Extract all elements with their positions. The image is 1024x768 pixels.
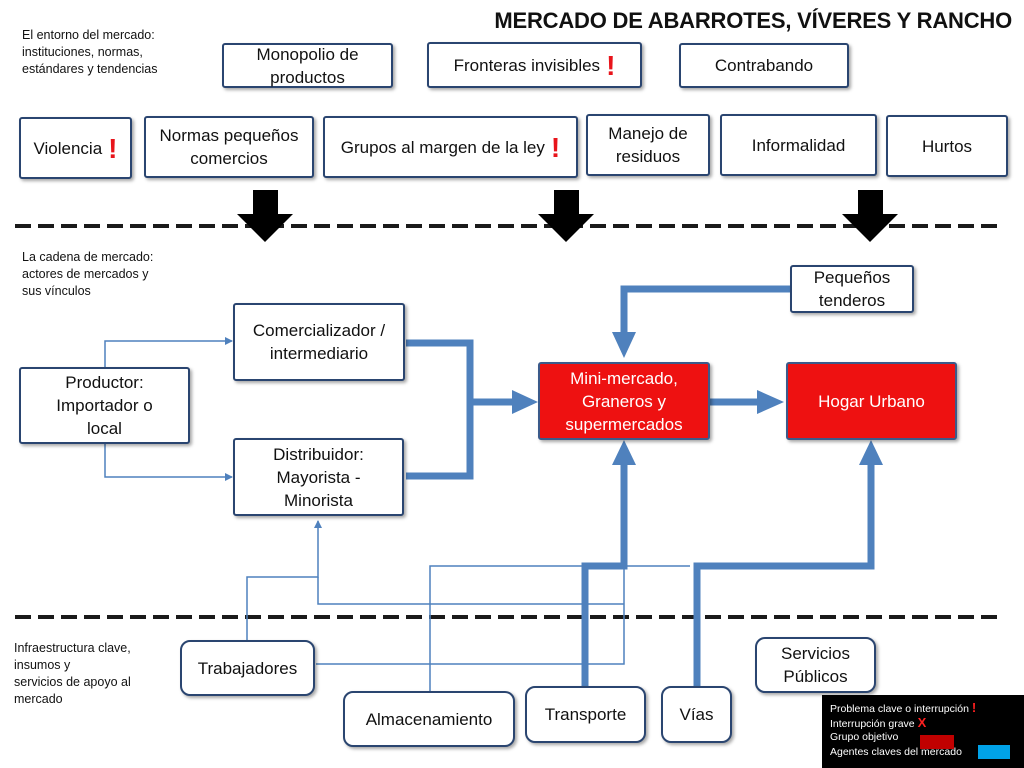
arrowhead-hogar — [757, 390, 784, 414]
box-grupos[interactable]: Grupos al margen de la ley! — [323, 116, 578, 178]
arrowhead-tenderos — [612, 332, 636, 358]
section-label-chain: La cadena de mercado: actores de mercado… — [22, 250, 154, 298]
box-label: Distribuidor: Mayorista - Minorista — [273, 444, 364, 510]
link-productor-comercializador — [104, 337, 233, 367]
section-label-environment: El entorno del mercado: instituciones, n… — [22, 28, 158, 76]
box-label: Hurtos — [921, 136, 973, 156]
severe-mark-icon: X — [917, 715, 927, 730]
arrowhead-minimercado — [512, 390, 538, 414]
page-title: MERCADO DE ABARROTES, VÍVERES Y RANCHO — [494, 8, 1012, 33]
link-trabajadores-infra — [316, 566, 625, 665]
box-hogar-urbano[interactable]: Hogar Urbano — [786, 362, 957, 440]
box-hurtos[interactable]: Hurtos — [886, 115, 1008, 177]
box-label: Transporte — [544, 705, 627, 724]
section-label-infrastructure: Infraestructura clave, insumos y servici… — [14, 641, 131, 706]
link-almacenamiento — [429, 565, 690, 691]
box-normas[interactable]: Normas pequeños comercios — [144, 116, 314, 178]
legend-row-actors: Agentes claves del mercado — [830, 745, 1016, 760]
box-productor[interactable]: Productor: Importador o local — [19, 367, 190, 444]
box-label: Contrabando — [714, 56, 814, 75]
link-distribuidor-bus — [317, 577, 624, 605]
link-trabajadores-distribuidor — [246, 520, 322, 640]
flow-comercializador — [406, 339, 515, 406]
flow-transporte-minimercado — [581, 462, 628, 686]
link-productor-distribuidor — [104, 443, 233, 481]
box-label: Violencia — [33, 138, 103, 158]
legend-label: Problema clave o interrupción — [830, 703, 969, 715]
flow-vias-hogar — [693, 462, 875, 686]
arrowhead-vias — [859, 440, 883, 465]
box-label: Manejo de residuos — [608, 124, 688, 166]
down-arrow-icon — [538, 190, 594, 242]
box-label: Informalidad — [751, 135, 846, 155]
box-label: Fronteras invisibles — [453, 55, 601, 75]
box-servicios-publicos[interactable]: Servicios Públicos — [755, 637, 876, 693]
legend-label: Grupo objetivo — [830, 731, 899, 743]
target-swatch — [920, 735, 954, 749]
box-label: Monopolio de productos — [256, 44, 359, 87]
legend-row-problem: Problema clave o interrupción! — [830, 700, 1016, 715]
actors-swatch — [978, 745, 1010, 759]
box-label: Pequeños tenderos — [813, 268, 891, 310]
box-label: Productor: Importador o local — [56, 373, 153, 438]
problem-mark-icon: ! — [108, 132, 118, 164]
down-arrow-icon — [237, 190, 293, 242]
legend-row-target: Grupo objetivo — [830, 730, 1016, 745]
arrowhead-transporte — [612, 440, 636, 465]
box-almacenamiento[interactable]: Almacenamiento — [343, 691, 515, 747]
problem-mark-icon: ! — [606, 49, 616, 81]
box-label: Trabajadores — [197, 658, 298, 678]
problem-mark-icon: ! — [550, 131, 561, 163]
box-label: Comercializador / intermediario — [252, 321, 386, 363]
box-comercializador[interactable]: Comercializador / intermediario — [233, 303, 405, 381]
flow-tenderos-minimercado — [620, 285, 790, 335]
box-trabajadores[interactable]: Trabajadores — [180, 640, 315, 696]
down-arrow-icon — [842, 190, 898, 242]
problem-mark-icon: ! — [971, 700, 977, 715]
box-label: Mini-mercado, Graneros y supermercados — [565, 368, 683, 434]
box-label: Grupos al margen de la ley — [340, 137, 545, 157]
box-contrabando[interactable]: Contrabando — [679, 43, 849, 88]
box-label: Servicios Públicos — [781, 644, 850, 686]
box-informalidad[interactable]: Informalidad — [720, 114, 877, 176]
box-label: Almacenamiento — [365, 709, 493, 729]
box-residuos[interactable]: Manejo de residuos — [586, 114, 710, 176]
legend-label: Interrupción grave — [830, 718, 915, 730]
box-pequenos-tenderos[interactable]: Pequeños tenderos — [790, 265, 914, 313]
box-distribuidor[interactable]: Distribuidor: Mayorista - Minorista — [233, 438, 404, 516]
box-violencia[interactable]: Violencia! — [19, 117, 132, 179]
box-label: Hogar Urbano — [818, 391, 925, 411]
box-label: Normas pequeños comercios — [159, 126, 299, 168]
legend: Problema clave o interrupción! Interrupc… — [822, 695, 1024, 768]
box-label: Vías — [679, 705, 714, 724]
box-minimercado[interactable]: Mini-mercado, Graneros y supermercados — [538, 362, 710, 440]
box-fronteras[interactable]: Fronteras invisibles! — [427, 42, 642, 88]
box-vias[interactable]: Vías — [661, 686, 732, 743]
box-monopolio[interactable]: Monopolio de productos — [222, 43, 393, 88]
flow-distribuidor — [406, 402, 474, 480]
legend-label: Agentes claves del mercado — [830, 746, 962, 758]
box-transporte[interactable]: Transporte — [525, 686, 646, 743]
